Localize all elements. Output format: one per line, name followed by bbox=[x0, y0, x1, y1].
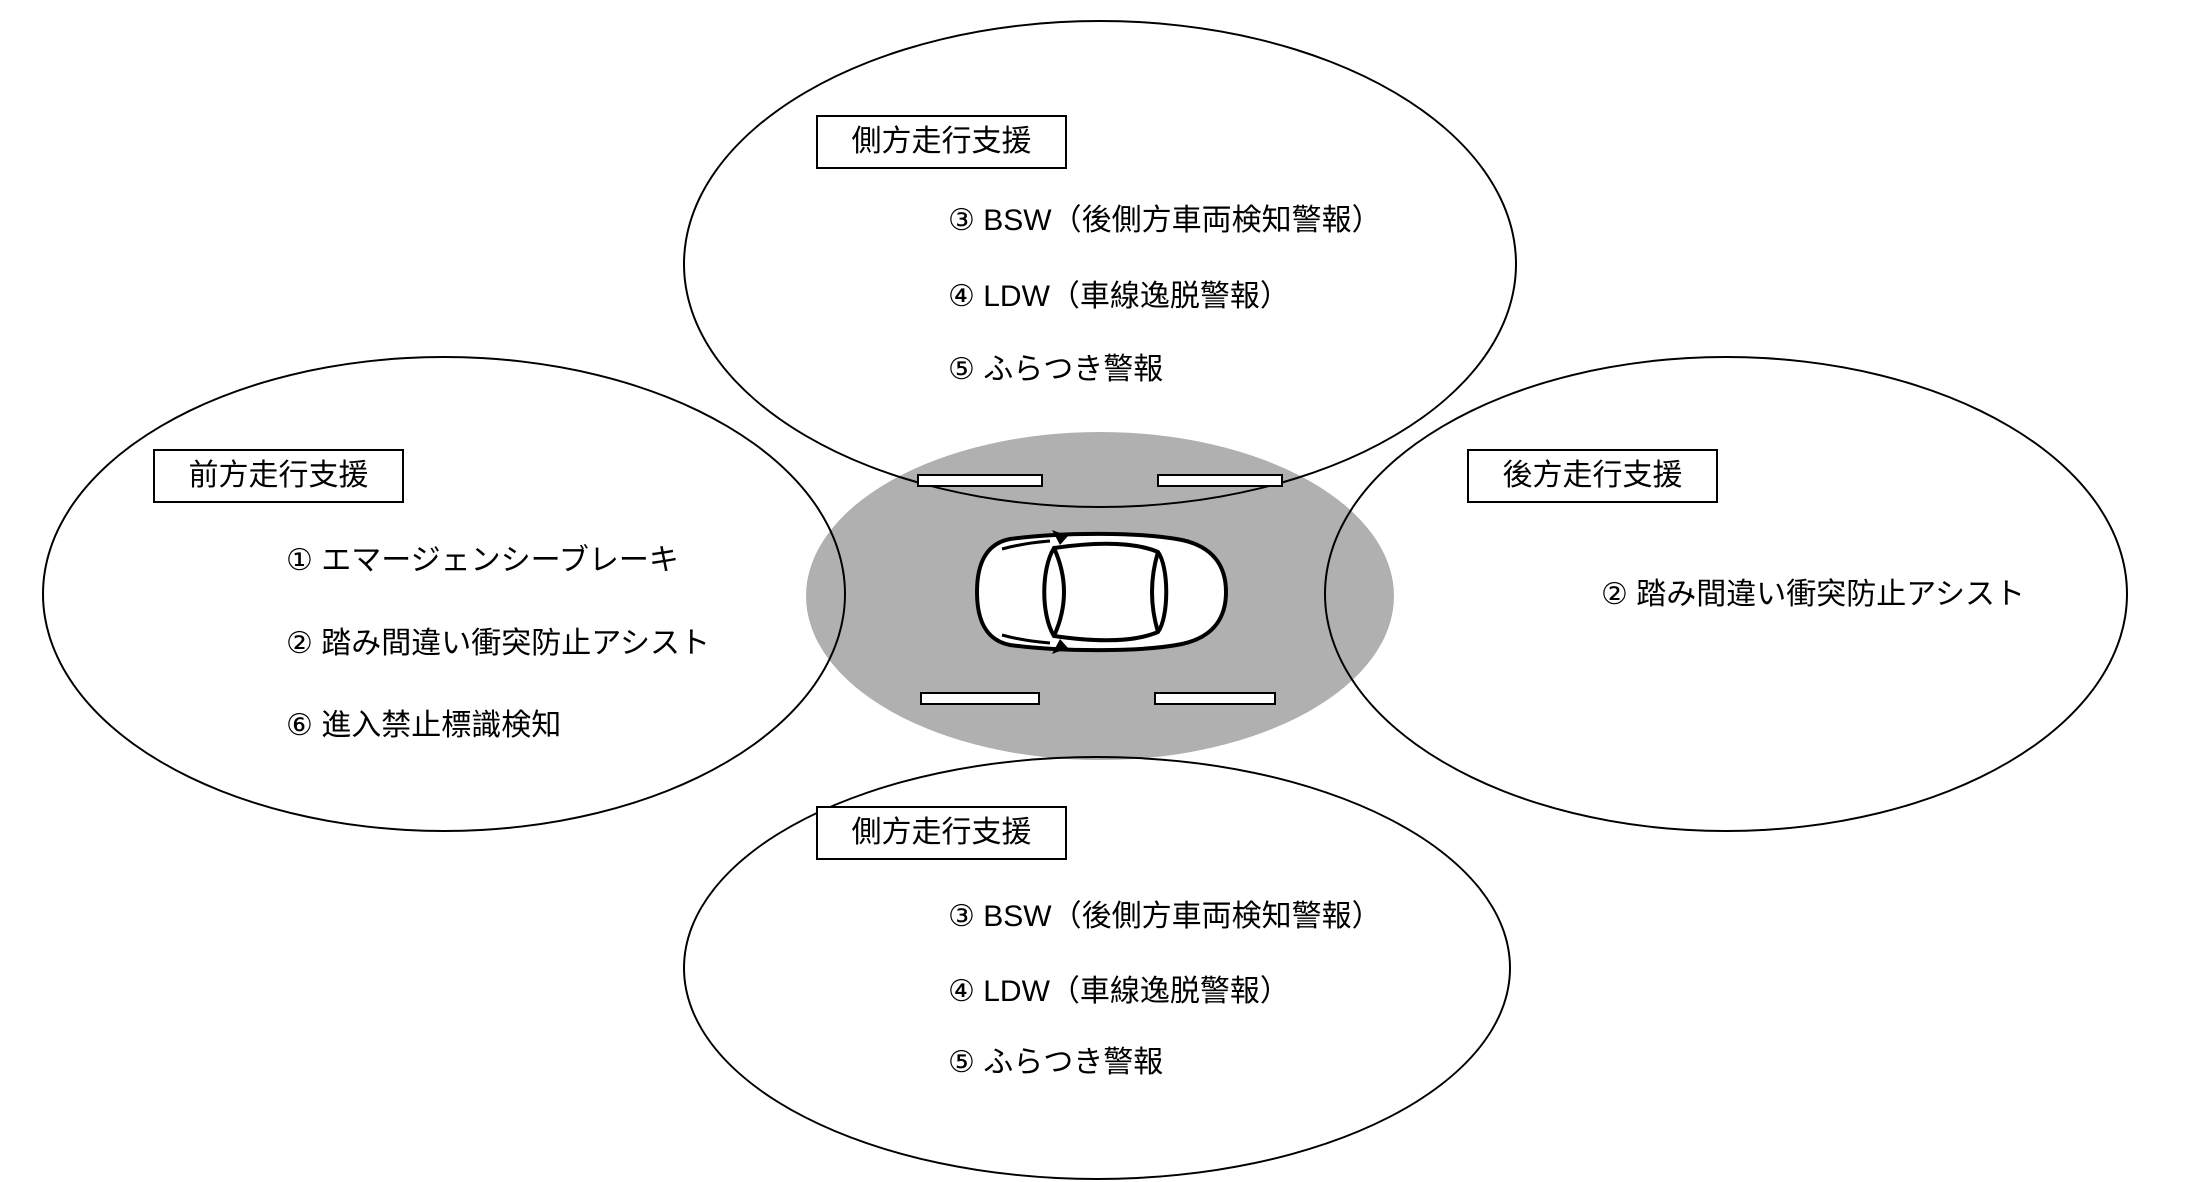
zone-title-side-bottom: 側方走行支援 bbox=[816, 806, 1067, 860]
feature-item-sway-bottom: ⑤ ふらつき警報 bbox=[948, 1046, 1164, 1079]
zone-title-rear: 後方走行支援 bbox=[1467, 449, 1718, 503]
feature-item-ldw-bottom: ④ LDW（車線逸脱警報） bbox=[948, 975, 1290, 1008]
feature-item-pedal-assist-front: ② 踏み間違い衝突防止アシスト bbox=[286, 627, 711, 660]
zone-title-front: 前方走行支援 bbox=[153, 449, 404, 503]
zone-title-side-top: 側方走行支援 bbox=[816, 115, 1067, 169]
feature-item-bsw-top: ③ BSW（後側方車両検知警報） bbox=[948, 204, 1382, 237]
feature-item-sway-top: ⑤ ふらつき警報 bbox=[948, 353, 1164, 386]
zone-ellipse-side-bottom bbox=[683, 756, 1511, 1180]
car-top-view-icon bbox=[969, 527, 1235, 657]
feature-item-emergency-brake: ① エマージェンシーブレーキ bbox=[286, 544, 679, 577]
marker-bar-top-right bbox=[1157, 474, 1283, 487]
zone-ellipse-front bbox=[42, 356, 846, 832]
marker-bar-top-left bbox=[917, 474, 1043, 487]
marker-bar-bottom-right bbox=[1154, 692, 1276, 705]
zone-ellipse-rear bbox=[1324, 356, 2128, 832]
marker-bar-bottom-left bbox=[920, 692, 1040, 705]
zone-ellipse-side-top bbox=[683, 20, 1517, 508]
feature-item-no-entry-sign: ⑥ 進入禁止標識検知 bbox=[286, 709, 562, 742]
feature-item-bsw-bottom: ③ BSW（後側方車両検知警報） bbox=[948, 900, 1382, 933]
feature-item-ldw-top: ④ LDW（車線逸脱警報） bbox=[948, 280, 1290, 313]
feature-item-pedal-assist-rear: ② 踏み間違い衝突防止アシスト bbox=[1601, 578, 2026, 611]
